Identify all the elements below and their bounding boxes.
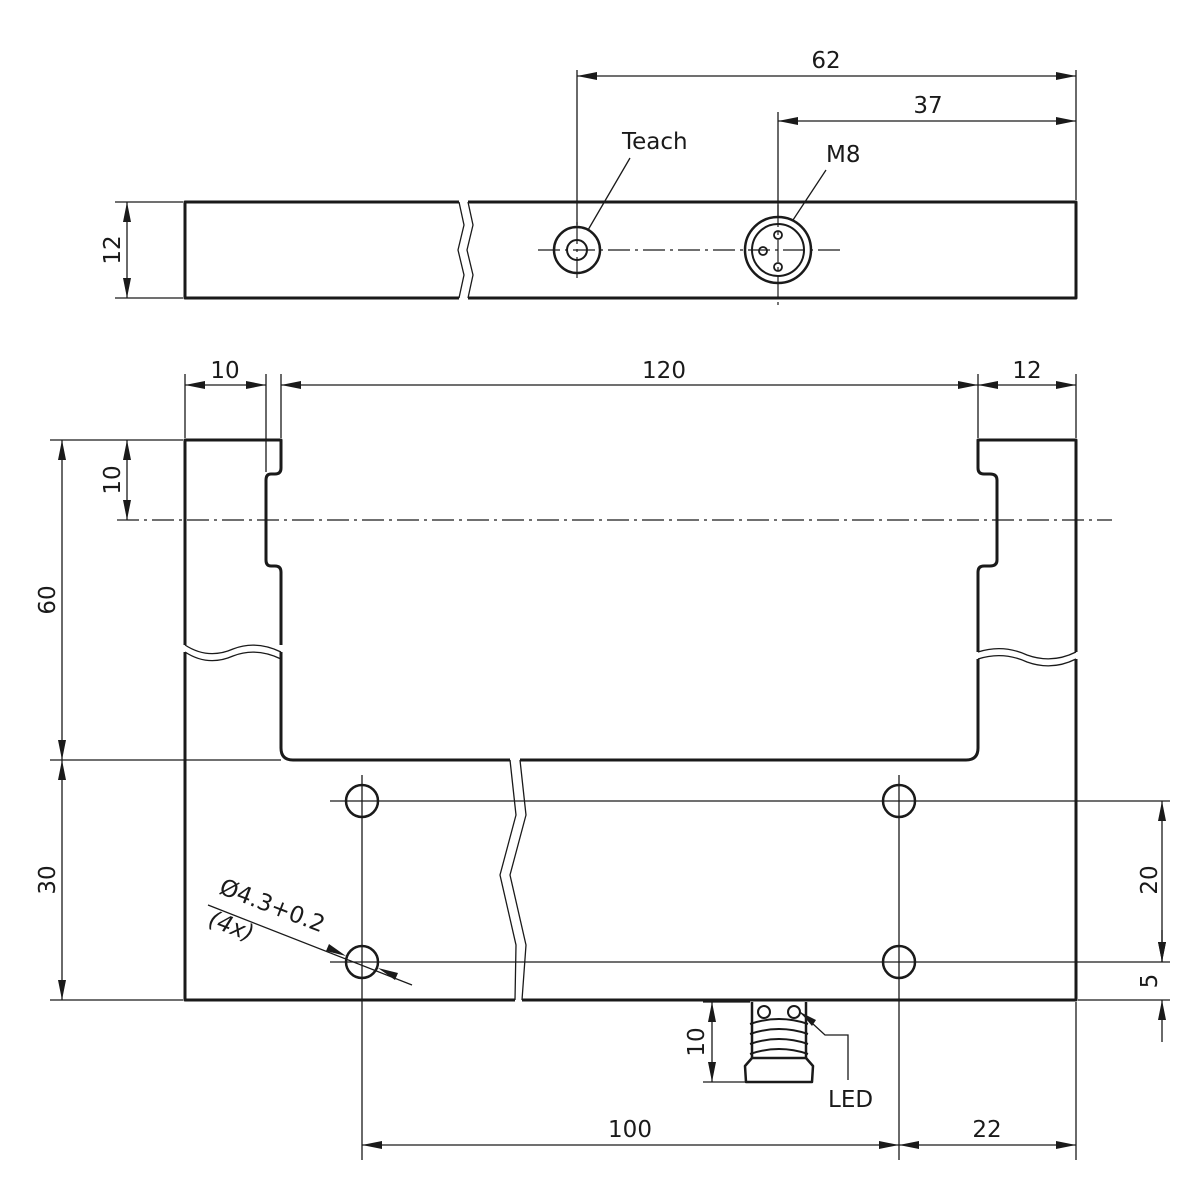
arrow-5-bottom <box>1158 1000 1166 1020</box>
slot-bottom-left <box>279 652 510 762</box>
left-arm-break-2 <box>184 651 282 662</box>
label-hole-count: (4x) <box>205 906 257 947</box>
arrow-30-bottom <box>58 980 66 1000</box>
front-view: LED 10 10 120 12 60 <box>35 358 1170 1160</box>
dim-text-optical-axis: 10 <box>100 465 126 494</box>
dim-text-slot-width: 120 <box>642 358 686 384</box>
arrow-100-left <box>362 1141 382 1149</box>
arrow-20-top <box>1158 801 1166 821</box>
dim-text-hole-to-edge: 22 <box>972 1117 1001 1143</box>
arrow-60-top <box>58 440 66 460</box>
m8-pin-3 <box>773 262 783 272</box>
base-break-left <box>499 759 517 1001</box>
arrow-22-left <box>899 1141 919 1149</box>
dim-text-left-arm: 10 <box>210 358 239 384</box>
top-view: 62 37 12 Teach M8 <box>100 48 1078 308</box>
label-m8: M8 <box>826 142 860 168</box>
led-indicator-right <box>787 1005 801 1019</box>
arrow-120-right <box>958 381 978 389</box>
m8-pin-1 <box>773 230 783 240</box>
arrow-10l-right <box>246 381 266 389</box>
label-led: LED <box>828 1087 873 1113</box>
top-view-body-right <box>468 200 1078 300</box>
arrow-conn-top <box>708 1002 716 1022</box>
left-arm-lower <box>183 652 515 1002</box>
leader-teach <box>587 157 631 231</box>
label-teach: Teach <box>621 129 688 155</box>
arrow-12h-bottom <box>123 278 131 298</box>
m8-pin-2 <box>758 246 768 256</box>
left-arm-upper <box>183 438 283 645</box>
dim-text-hole-edge: 5 <box>1137 974 1163 989</box>
arrow-120-left <box>281 381 301 389</box>
arrow-12r-right <box>1056 381 1076 389</box>
arrow-conn-bottom <box>708 1062 716 1082</box>
dim-text-12-height: 12 <box>100 235 126 264</box>
arrow-37-left <box>778 117 798 125</box>
leader-hole-spec <box>207 904 413 986</box>
arrow-30-top <box>58 760 66 780</box>
arrow-60-bottom <box>58 740 66 760</box>
leader-m8 <box>792 169 827 221</box>
arrow-37-right <box>1056 117 1076 125</box>
base-right <box>522 659 1078 1002</box>
right-arm-break <box>977 648 1077 660</box>
right-arm-break-2 <box>977 655 1077 667</box>
arrow-12h-top <box>123 202 131 222</box>
connector-bottom <box>743 1002 815 1084</box>
arrow-hole-spec-1 <box>326 944 346 956</box>
top-view-body-left <box>183 200 459 300</box>
arrow-led <box>800 1012 816 1026</box>
right-arm-upper <box>976 438 1078 652</box>
arrow-62-left <box>577 72 597 80</box>
top-view-break-left <box>457 201 465 299</box>
arrow-62-right <box>1056 72 1076 80</box>
dim-text-37: 37 <box>913 93 942 119</box>
dim-text-right-arm: 12 <box>1012 358 1041 384</box>
dim-text-hole-spacing-h: 100 <box>608 1117 652 1143</box>
led-indicator-left <box>757 1005 771 1019</box>
dim-text-connector: 10 <box>684 1027 710 1056</box>
top-view-break-right <box>466 201 474 299</box>
left-arm-break <box>184 644 282 655</box>
dim-text-base-height: 30 <box>35 865 61 894</box>
arrow-10a-top <box>123 440 131 460</box>
dim-text-hole-spacing-v: 20 <box>1137 865 1163 894</box>
arrow-100-right <box>879 1141 899 1149</box>
dim-text-slot-depth: 60 <box>35 585 61 614</box>
right-arm-lower <box>520 659 980 762</box>
arrow-hole-spec-2 <box>378 968 398 980</box>
dim-text-62: 62 <box>811 48 840 74</box>
arrow-10a-bottom <box>123 500 131 520</box>
arrow-10l-left <box>185 381 205 389</box>
arrow-12r-left <box>978 381 998 389</box>
arrow-5-top <box>1158 942 1166 962</box>
base-break-right <box>509 759 527 1001</box>
arrow-22-right <box>1056 1141 1076 1149</box>
